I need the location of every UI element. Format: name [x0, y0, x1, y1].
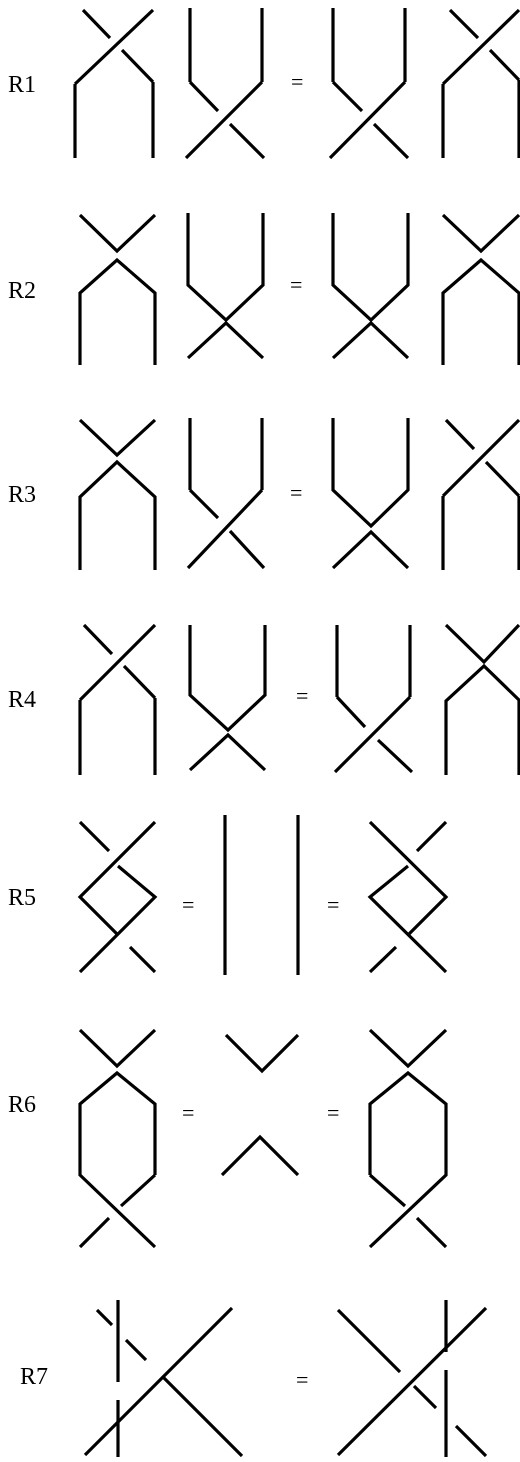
rule-label-r2: R2	[8, 278, 36, 304]
equals-sign: =	[290, 272, 302, 297]
r6-middle-vee-and-wedge	[220, 1033, 300, 1177]
equals-sign: =	[327, 1100, 339, 1125]
rule-label-r1: R1	[8, 72, 36, 98]
equals-sign: =	[182, 892, 194, 917]
r3-lhs-cup-under-crossing	[186, 418, 266, 570]
equals-sign: =	[290, 480, 302, 505]
rule-r7: R7 =	[20, 1300, 488, 1458]
r7-rhs-strand-crossing	[336, 1300, 488, 1458]
equals-sign: =	[291, 69, 303, 94]
rule-label-r4: R4	[8, 687, 36, 713]
r2-rhs-vee-over-cap	[441, 213, 520, 365]
rule-r6: R6 = =	[8, 1028, 448, 1249]
r1-rhs-cup-under-crossing	[328, 8, 410, 160]
r1-rhs-cap-over-crossing	[441, 8, 520, 158]
r2-lhs-vee-over-cap	[78, 213, 157, 365]
r2-rhs-cup-over-wedge	[331, 213, 410, 360]
r4-lhs-cap-over-crossing	[78, 623, 157, 775]
r6-lhs-vee-cap-crossing	[78, 1028, 157, 1249]
rule-r2: R2 =	[8, 213, 520, 365]
rule-r5: R5 = =	[8, 815, 449, 975]
r5-identity-strands	[223, 815, 300, 975]
rule-label-r7: R7	[20, 1364, 48, 1390]
r4-rhs-vee-over-cap	[444, 623, 520, 775]
rule-label-r3: R3	[8, 482, 36, 508]
r6-rhs-vee-cap-crossing	[368, 1028, 448, 1249]
r3-rhs-cup-over-wedge	[331, 418, 410, 570]
rule-r4: R4 =	[8, 623, 520, 775]
r5-rhs-double-crossing	[367, 820, 449, 974]
equals-sign: =	[296, 683, 308, 708]
r1-lhs-cup-under-crossing	[184, 8, 266, 160]
r3-rhs-cap-over-crossing	[441, 418, 520, 570]
r2-lhs-cup-over-wedge	[186, 213, 265, 360]
equals-sign: =	[296, 1367, 308, 1392]
r3-lhs-vee-over-cap	[78, 418, 157, 570]
r4-lhs-cup-over-wedge	[188, 625, 267, 772]
r4-rhs-cup-under-crossing	[333, 625, 414, 774]
r5-lhs-double-crossing	[77, 820, 158, 974]
rule-label-r6: R6	[8, 1092, 36, 1118]
rule-label-r5: R5	[8, 885, 36, 911]
equals-sign: =	[182, 1100, 194, 1125]
equals-sign: =	[327, 892, 339, 917]
rule-r3: R3 =	[8, 418, 520, 570]
rule-r1: R1 =	[8, 8, 520, 160]
r7-lhs-strand-crossing	[83, 1300, 244, 1458]
r1-lhs-cap-over-crossing	[73, 8, 155, 158]
